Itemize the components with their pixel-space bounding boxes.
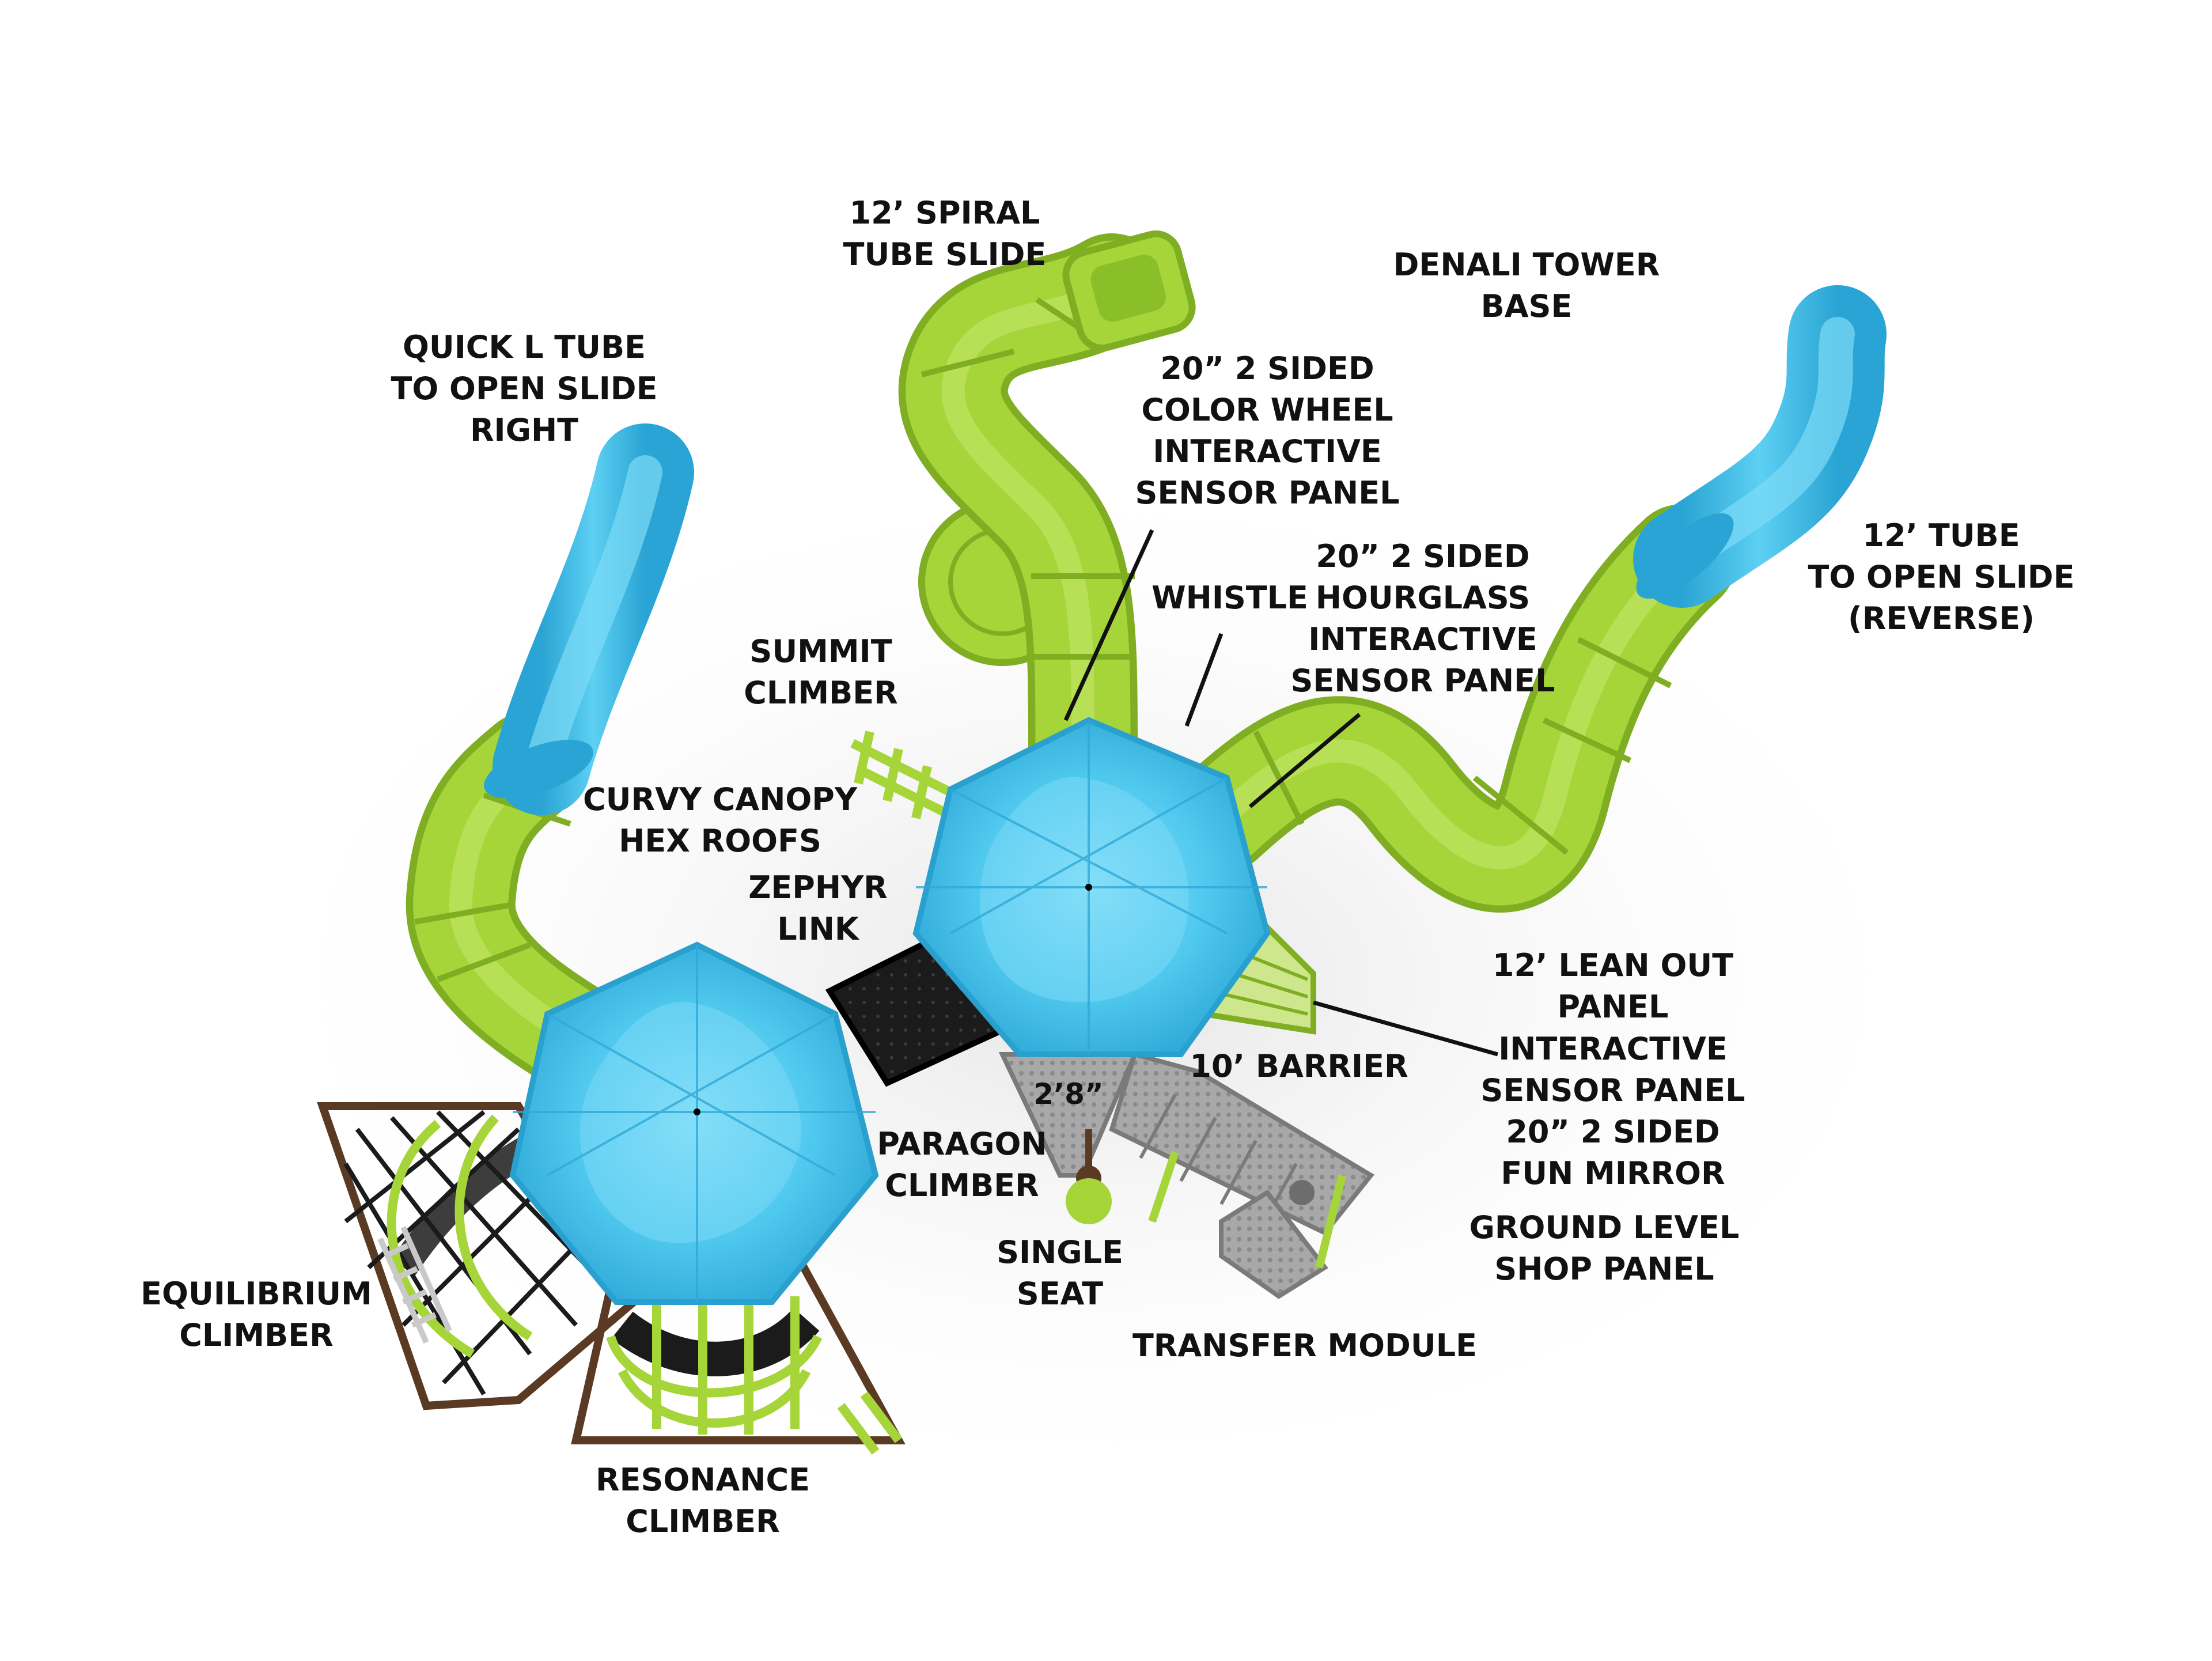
leader-lines bbox=[1063, 529, 1498, 1057]
tube-to-open-slide bbox=[1166, 285, 1887, 913]
dimension-label: 2’8” bbox=[1033, 1077, 1104, 1111]
label-barrier: 10’ BARRIER bbox=[1190, 1048, 1408, 1084]
leader-hourglass bbox=[1248, 713, 1361, 808]
label-transfer-module: TRANSFER MODULE bbox=[1132, 1327, 1478, 1364]
leader-lean-out bbox=[1313, 1000, 1498, 1057]
hex-roof-left bbox=[509, 941, 879, 1305]
leader-whistle bbox=[1184, 633, 1224, 727]
single-seat bbox=[1066, 1129, 1112, 1224]
leader-color-wheel bbox=[1063, 529, 1154, 721]
transfer-module bbox=[998, 1051, 1374, 1299]
resonance-climber bbox=[571, 1258, 906, 1455]
label-whistle: WHISTLE bbox=[1152, 580, 1308, 616]
summit-climber bbox=[850, 731, 959, 819]
hex-roof-right bbox=[912, 717, 1271, 1057]
spiral-tube-slide bbox=[898, 230, 1196, 804]
